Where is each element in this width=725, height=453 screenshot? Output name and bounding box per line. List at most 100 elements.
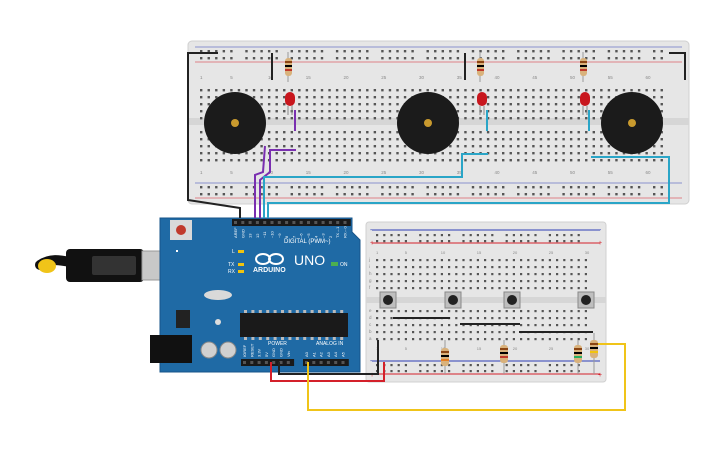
breadboard-hole[interactable] xyxy=(328,152,331,155)
header-pin[interactable] xyxy=(286,361,290,364)
breadboard-hole[interactable] xyxy=(547,103,550,106)
breadboard-hole[interactable] xyxy=(498,259,501,262)
breadboard-hole[interactable] xyxy=(534,273,537,276)
breadboard-hole[interactable] xyxy=(298,186,301,189)
breadboard-hole[interactable] xyxy=(520,338,523,341)
breadboard-hole[interactable] xyxy=(388,103,392,106)
breadboard-hole[interactable] xyxy=(358,57,361,60)
breadboard-hole[interactable] xyxy=(520,287,523,290)
breadboard-hole[interactable] xyxy=(290,145,293,148)
breadboard-hole[interactable] xyxy=(562,50,565,53)
breadboard-hole[interactable] xyxy=(366,117,369,120)
breadboard-hole[interactable] xyxy=(351,117,354,120)
breadboard-hole[interactable] xyxy=(532,50,535,53)
breadboard-hole[interactable] xyxy=(534,234,537,237)
breadboard-hole[interactable] xyxy=(517,152,520,155)
breadboard-hole[interactable] xyxy=(381,117,384,120)
breadboard-hole[interactable] xyxy=(283,96,286,99)
breadboard-hole[interactable] xyxy=(343,117,346,120)
breadboard-hole[interactable] xyxy=(373,117,377,120)
breadboard-hole[interactable] xyxy=(298,57,301,60)
breadboard-hole[interactable] xyxy=(517,96,520,99)
breadboard-hole[interactable] xyxy=(554,103,558,106)
breadboard-hole[interactable] xyxy=(607,50,611,53)
breadboard-hole[interactable] xyxy=(351,110,354,113)
breadboard-hole[interactable] xyxy=(592,89,595,92)
breadboard-hole[interactable] xyxy=(600,145,603,148)
breadboard-hole[interactable] xyxy=(539,96,543,99)
breadboard-hole[interactable] xyxy=(376,273,379,276)
breadboard-hole[interactable] xyxy=(313,50,316,53)
push-button-1[interactable] xyxy=(379,291,397,309)
breadboard-hole[interactable] xyxy=(600,89,603,92)
breadboard-hole[interactable] xyxy=(486,193,490,196)
breadboard-hole[interactable] xyxy=(397,240,400,243)
push-button-4[interactable] xyxy=(577,291,595,309)
breadboard-hole[interactable] xyxy=(358,89,361,92)
breadboard-hole[interactable] xyxy=(491,324,494,327)
breadboard-hole[interactable] xyxy=(419,273,422,276)
breadboard-hole[interactable] xyxy=(512,234,515,237)
breadboard-hole[interactable] xyxy=(426,310,429,313)
breadboard-hole[interactable] xyxy=(343,96,346,99)
breadboard-hole[interactable] xyxy=(441,193,444,196)
breadboard-hole[interactable] xyxy=(222,186,226,189)
breadboard-hole[interactable] xyxy=(207,103,210,106)
breadboard-hole[interactable] xyxy=(381,110,384,113)
breadboard-hole[interactable] xyxy=(577,287,580,290)
breadboard-hole[interactable] xyxy=(267,96,271,99)
breadboard-hole[interactable] xyxy=(456,131,460,134)
breadboard-hole[interactable] xyxy=(548,364,551,367)
breadboard-hole[interactable] xyxy=(653,50,656,53)
breadboard-hole[interactable] xyxy=(547,57,550,60)
breadboard-hole[interactable] xyxy=(433,338,436,341)
breadboard-hole[interactable] xyxy=(313,186,316,189)
header-pin[interactable] xyxy=(314,221,318,224)
breadboard-hole[interactable] xyxy=(548,287,551,290)
breadboard-hole[interactable] xyxy=(556,364,559,367)
breadboard-hole[interactable] xyxy=(290,186,293,189)
breadboard-hole[interactable] xyxy=(320,159,324,162)
breadboard-hole[interactable] xyxy=(469,240,472,243)
breadboard-hole[interactable] xyxy=(592,110,595,113)
breadboard-hole[interactable] xyxy=(373,138,377,141)
breadboard-hole[interactable] xyxy=(267,110,271,113)
breadboard-hole[interactable] xyxy=(471,117,475,120)
breadboard-hole[interactable] xyxy=(577,273,580,276)
breadboard-hole[interactable] xyxy=(464,103,467,106)
breadboard-hole[interactable] xyxy=(455,324,458,327)
breadboard-hole[interactable] xyxy=(541,266,544,269)
breadboard-hole[interactable] xyxy=(577,317,580,320)
breadboard-hole[interactable] xyxy=(448,370,451,373)
header-pin[interactable] xyxy=(336,221,340,224)
breadboard-hole[interactable] xyxy=(388,145,392,148)
breadboard-hole[interactable] xyxy=(290,50,293,53)
breadboard-hole[interactable] xyxy=(532,152,535,155)
breadboard-hole[interactable] xyxy=(388,186,392,189)
breadboard-hole[interactable] xyxy=(305,138,309,141)
breadboard-hole[interactable] xyxy=(373,159,377,162)
buzzer-1[interactable] xyxy=(204,92,266,154)
breadboard-hole[interactable] xyxy=(335,103,339,106)
breadboard-hole[interactable] xyxy=(520,364,523,367)
breadboard-hole[interactable] xyxy=(569,152,573,155)
breadboard-hole[interactable] xyxy=(541,287,544,290)
header-pin[interactable] xyxy=(257,361,261,364)
breadboard-hole[interactable] xyxy=(320,145,324,148)
breadboard-hole[interactable] xyxy=(403,89,407,92)
breadboard-hole[interactable] xyxy=(305,186,309,189)
breadboard-hole[interactable] xyxy=(570,338,573,341)
breadboard-hole[interactable] xyxy=(577,50,580,53)
breadboard-hole[interactable] xyxy=(502,186,505,189)
push-buttons[interactable] xyxy=(379,291,595,309)
breadboard-hole[interactable] xyxy=(469,310,472,313)
breadboard-hole[interactable] xyxy=(505,266,508,269)
breadboard-hole[interactable] xyxy=(366,131,369,134)
breadboard-hole[interactable] xyxy=(252,159,256,162)
breadboard-hole[interactable] xyxy=(230,186,233,189)
breadboard-hole[interactable] xyxy=(562,110,565,113)
breadboard-hole[interactable] xyxy=(215,152,218,155)
breadboard-hole[interactable] xyxy=(502,89,505,92)
breadboard-hole[interactable] xyxy=(502,110,505,113)
